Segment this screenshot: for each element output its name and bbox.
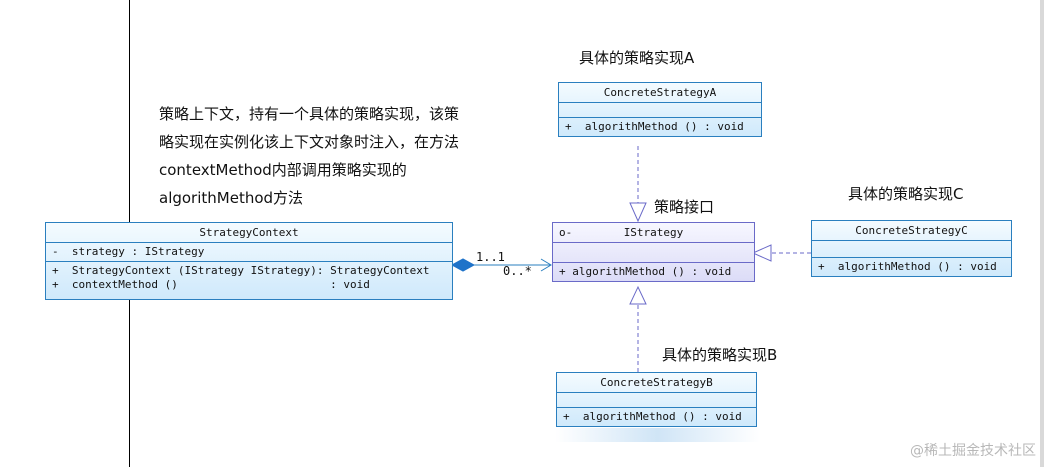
class-strategy-context: StrategyContext - strategy : IStrategy +… bbox=[45, 222, 453, 300]
label-strategy-c: 具体的策略实现C bbox=[848, 185, 964, 203]
note-line: contextMethod内部调用策略实现的 bbox=[159, 161, 407, 179]
attribute-compartment bbox=[557, 393, 756, 408]
blurred-overlay bbox=[555, 428, 760, 442]
association-arrowhead bbox=[540, 258, 552, 272]
method-compartment: + algorithMethod () : void bbox=[559, 118, 761, 136]
interface-header: o- IStrategy bbox=[553, 223, 754, 243]
note-line: 策略上下文，持有一个具体的策略实现，该策 bbox=[159, 105, 460, 123]
attribute-compartment bbox=[553, 243, 754, 263]
realization-c-arrowhead bbox=[751, 244, 772, 262]
attribute-compartment: - strategy : IStrategy bbox=[46, 243, 452, 262]
class-name: StrategyContext bbox=[46, 223, 452, 243]
realization-b-arrowhead bbox=[629, 285, 647, 305]
method-row: + algorithMethod () : void bbox=[563, 410, 742, 423]
class-concrete-strategy-c: ConcreteStrategyC + algorithMethod () : … bbox=[811, 220, 1012, 277]
method-compartment: + algorithMethod () : void bbox=[812, 258, 1011, 276]
frame-right-border bbox=[1040, 0, 1044, 467]
realization-a-arrowhead bbox=[629, 202, 647, 223]
context-description-note: 策略上下文，持有一个具体的策略实现，该策 略实现在实例化该上下文对象时注入，在方… bbox=[159, 100, 499, 212]
watermark-text: @稀土掘金技术社区 bbox=[910, 443, 1036, 459]
label-strategy-a: 具体的策略实现A bbox=[579, 49, 695, 67]
method-compartment: + algorithMethod () : void bbox=[553, 263, 754, 281]
class-name: ConcreteStrategyC bbox=[812, 221, 1011, 241]
source-multiplicity: 1..1 bbox=[476, 250, 505, 264]
method-row: + algorithMethod () : void bbox=[559, 265, 732, 278]
method-compartment: + algorithMethod () : void bbox=[557, 408, 756, 426]
target-multiplicity: 0..* bbox=[503, 264, 532, 278]
class-name: ConcreteStrategyA bbox=[559, 83, 761, 103]
method-row: + StrategyContext (IStrategy IStrategy):… bbox=[52, 264, 430, 277]
attribute-compartment bbox=[812, 241, 1011, 258]
attribute-compartment bbox=[559, 103, 761, 118]
interface-name: IStrategy bbox=[623, 226, 684, 239]
composition-diamond bbox=[450, 258, 476, 272]
label-interface: 策略接口 bbox=[654, 198, 715, 216]
method-row: + contextMethod () : void bbox=[52, 278, 370, 291]
label-strategy-b: 具体的策略实现B bbox=[662, 346, 778, 364]
interface-istrategy: o- IStrategy + algorithMethod () : void bbox=[552, 222, 755, 282]
class-concrete-strategy-a: ConcreteStrategyA + algorithMethod () : … bbox=[558, 82, 762, 137]
note-line: 略实现在实例化该上下文对象时注入，在方法 bbox=[159, 133, 460, 151]
method-row: + algorithMethod () : void bbox=[565, 120, 744, 133]
attribute-row: - strategy : IStrategy bbox=[52, 245, 205, 258]
class-name: ConcreteStrategyB bbox=[557, 373, 756, 393]
class-concrete-strategy-b: ConcreteStrategyB + algorithMethod () : … bbox=[556, 372, 757, 427]
method-row: + algorithMethod () : void bbox=[818, 260, 997, 273]
method-compartment: + StrategyContext (IStrategy IStrategy):… bbox=[46, 262, 452, 299]
note-line: algorithMethod方法 bbox=[159, 189, 304, 207]
interface-marker-icon: o- bbox=[559, 226, 573, 239]
